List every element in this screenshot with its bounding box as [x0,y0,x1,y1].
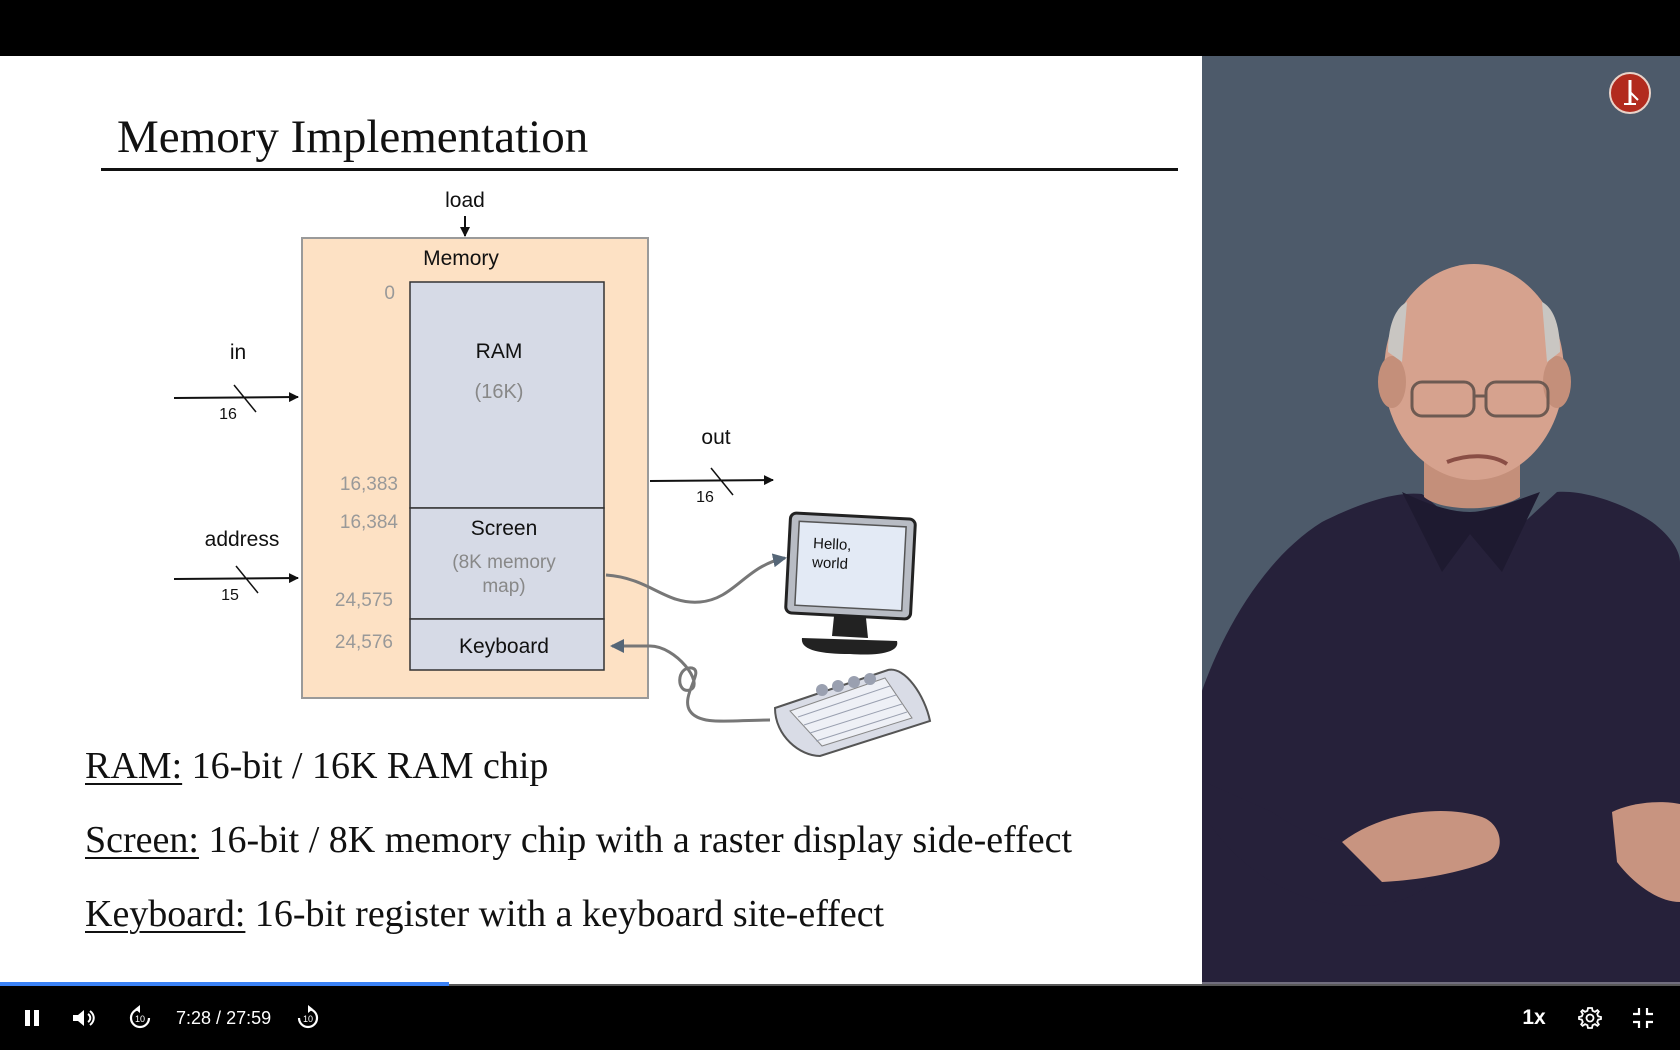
keyboard-label: Keyboard [459,635,549,658]
forward-10-icon: 10 [297,1005,319,1029]
pause-button[interactable] [14,986,50,1050]
memory-label: Memory [423,247,499,270]
address-24576: 24,576 [335,632,393,653]
exit-fullscreen-icon [1633,1008,1653,1028]
exit-fullscreen-button[interactable] [1625,986,1661,1050]
screen-cable [605,553,787,604]
in-arrow [173,392,299,403]
duration: 27:59 [226,1007,272,1028]
in-bus-slash [233,384,257,413]
screen-cell [409,507,605,620]
keyboard-cable [610,639,771,723]
svg-text:10: 10 [303,1014,313,1024]
playback-speed-button[interactable]: 1x [1522,1006,1546,1029]
channel-logo [1609,72,1651,114]
monitor-text-2: world [811,554,849,573]
address-16384: 16,384 [340,512,399,533]
presenter-video [1202,56,1680,984]
volume-button[interactable] [66,986,102,1050]
slide-title: Memory Implementation [117,111,589,163]
video-frame[interactable]: Memory Implementation load Memory RAM (1… [0,56,1680,984]
progress-fill [0,982,449,986]
keyboard-description: Keyboard: 16-bit register with a keyboar… [85,892,884,936]
address-bus-slash [235,565,259,594]
out-width: 16 [696,489,714,506]
address-width: 15 [221,587,239,604]
address-0: 0 [384,283,395,304]
top-letterbox [0,0,1680,56]
ram-cell [409,281,605,509]
screen-term: Screen: [85,819,199,861]
in-label: in [230,341,246,364]
title-divider [101,168,1178,171]
current-time: 7:28 [176,1007,212,1028]
settings-button[interactable] [1572,986,1608,1050]
keyboard-cell [409,618,605,671]
address-16383: 16,383 [340,474,398,495]
forward-10-button[interactable]: 10 [290,986,326,1050]
load-label: load [445,189,485,212]
ram-size: (16K) [475,381,524,403]
time-display: 7:28 / 27:59 [176,986,271,1050]
screen-description: Screen: 16-bit / 8K memory chip with a r… [85,818,1072,862]
lecture-slide: Memory Implementation load Memory RAM (1… [0,56,1202,984]
pause-icon [25,1010,39,1026]
memory-diagram: load Memory RAM (16K) Screen (8K memory … [173,189,932,758]
keyboard-term: Keyboard: [85,893,246,935]
ram-label: RAM [476,340,523,363]
screen-description-text: 16-bit / 8K memory chip with a raster di… [208,819,1073,861]
out-bus-slash [710,467,734,496]
svg-text:10: 10 [135,1014,145,1024]
address-24575: 24,575 [335,590,393,611]
monitor-text-1: Hello, [813,535,852,554]
out-arrow [649,475,774,486]
screen-label: Screen [471,517,538,540]
time-separator: / [211,1007,227,1028]
ram-term: RAM: [85,745,183,787]
ram-description-text: 16-bit / 16K RAM chip [191,745,549,787]
monitor-icon: Hello, world [784,511,917,655]
gear-icon [1578,1007,1602,1029]
rewind-10-icon: 10 [129,1005,151,1029]
ram-description: RAM: 16-bit / 16K RAM chip [85,744,548,788]
presenter-figure [1202,264,1680,984]
player-controls: 10 7:28 / 27:59 10 1x [0,986,1680,1050]
out-label: out [701,426,730,449]
keyboard-device-icon [773,668,932,758]
keyboard-description-text: 16-bit register with a keyboard site-eff… [254,893,885,935]
address-arrow [173,573,299,584]
rewind-10-button[interactable]: 10 [122,986,158,1050]
screen-detail-2: map) [482,576,525,597]
progress-bar[interactable] [0,982,1680,986]
in-width: 16 [219,406,237,423]
screen-detail-1: (8K memory [452,552,556,573]
address-label: address [205,528,280,551]
volume-icon [73,1010,95,1026]
